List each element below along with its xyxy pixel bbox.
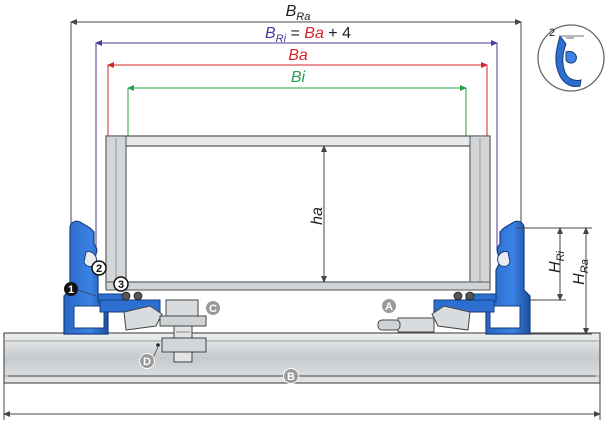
badge-a-text: A	[385, 301, 393, 313]
dimension-bi: Bi	[127, 69, 467, 138]
right-slider-part	[377, 317, 435, 333]
svg-text:HRa: HRa	[571, 259, 591, 285]
badge-1-text: 1	[68, 284, 74, 296]
badge-2: 2	[91, 260, 107, 276]
crossbar-frame	[105, 135, 491, 291]
top-screws	[121, 291, 475, 301]
h-ra-subscript: Ra	[579, 259, 591, 273]
dimension-h-ri: HRi	[516, 227, 567, 301]
svg-text:HRi: HRi	[547, 250, 567, 273]
bi-label: Bi	[291, 69, 306, 86]
b-ri-ba-term: Ba	[304, 25, 324, 42]
dimension-rail-width	[2, 383, 601, 420]
b-ri-subscript: Ri	[276, 33, 287, 45]
b-ra-subscript: Ra	[296, 11, 310, 23]
svg-text:BRa: BRa	[286, 3, 311, 23]
b-ri-label: B	[265, 25, 276, 42]
dimension-b-ra: BRa	[70, 3, 522, 232]
dimension-ba: Ba	[107, 47, 488, 138]
b-ri-equals: =	[286, 25, 304, 42]
right-side-profile	[433, 220, 531, 335]
h-ri-subscript: Ri	[555, 250, 567, 261]
badge-2-text: 2	[96, 263, 102, 275]
badge-3: 3	[113, 276, 129, 292]
dimension-b-ri: BRi = Ba + 4	[95, 25, 498, 250]
badge-c-text: C	[209, 303, 217, 315]
left-inner-bracket	[99, 299, 471, 331]
dimension-ha: ha	[309, 145, 327, 283]
badge-c: C	[205, 300, 221, 316]
b-ra-label: B	[286, 3, 297, 20]
dimension-h-ra: HRa	[530, 227, 592, 335]
ba-label: Ba	[288, 47, 308, 64]
center-bolt-assembly	[156, 299, 207, 363]
ha-label: ha	[309, 207, 326, 225]
h-ri-label: H	[547, 261, 564, 273]
badge-b: B	[283, 368, 299, 384]
badge-b-text: B	[287, 371, 295, 383]
badge-3-text: 3	[118, 279, 124, 291]
badge-d-text: D	[143, 356, 151, 368]
badge-a: A	[381, 298, 397, 314]
svg-text:BRi = Ba + 4: BRi = Ba + 4	[265, 25, 351, 45]
badge-d: D	[139, 353, 155, 369]
badge-1: 1	[64, 282, 78, 296]
detail-magnifier-icon: 2	[537, 24, 605, 92]
guide-rail	[3, 332, 601, 384]
b-ri-plus-term: + 4	[324, 25, 351, 42]
detail-gap-value: 2	[549, 27, 555, 39]
h-ra-label: H	[571, 273, 588, 285]
